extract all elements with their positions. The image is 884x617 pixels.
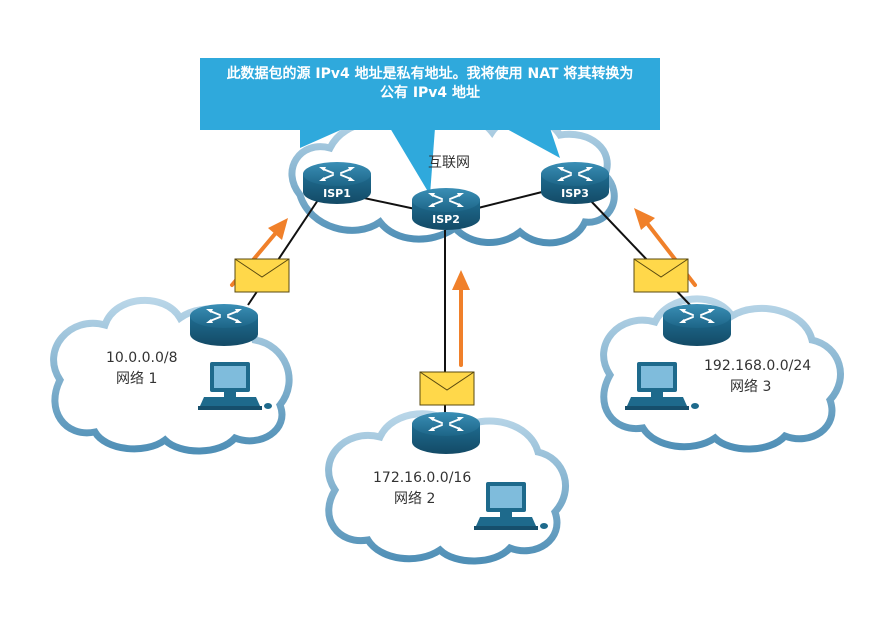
network-3-cloud — [600, 295, 844, 453]
router-net3[interactable] — [662, 303, 732, 347]
packet-net3-icon — [633, 258, 689, 293]
callout-line-1: 此数据包的源 IPv4 地址是私有地址。我将使用 NAT 将其转换为 — [227, 65, 634, 82]
router-isp2[interactable]: ISP2 — [411, 187, 481, 231]
packet-net1-icon — [234, 258, 290, 293]
router-isp3[interactable]: ISP3 — [540, 161, 610, 205]
network-1-address: 10.0.0.0/8 — [106, 350, 178, 366]
packet-net2-icon — [419, 371, 475, 406]
network-2-name: 网络 2 — [394, 491, 435, 507]
router-isp1[interactable]: ISP1 — [302, 161, 372, 205]
network-1-name: 网络 1 — [116, 371, 157, 387]
router-net1[interactable] — [189, 303, 259, 347]
router-isp1-label: ISP1 — [323, 187, 351, 200]
arrow-net2-up-icon — [452, 270, 470, 367]
network-3-name: 网络 3 — [730, 379, 771, 395]
nat-callout: 此数据包的源 IPv4 地址是私有地址。我将使用 NAT 将其转换为 公有 IP… — [200, 58, 660, 195]
network-2-address: 172.16.0.0/16 — [373, 470, 471, 486]
internet-label: 互联网 — [428, 155, 470, 171]
router-net2[interactable] — [411, 411, 481, 455]
router-isp2-label: ISP2 — [432, 213, 460, 226]
link-isp2-isp3 — [469, 189, 551, 211]
callout-line-2: 公有 IPv4 地址 — [380, 84, 480, 101]
router-isp3-label: ISP3 — [561, 187, 589, 200]
network-3-address: 192.168.0.0/24 — [704, 358, 811, 374]
